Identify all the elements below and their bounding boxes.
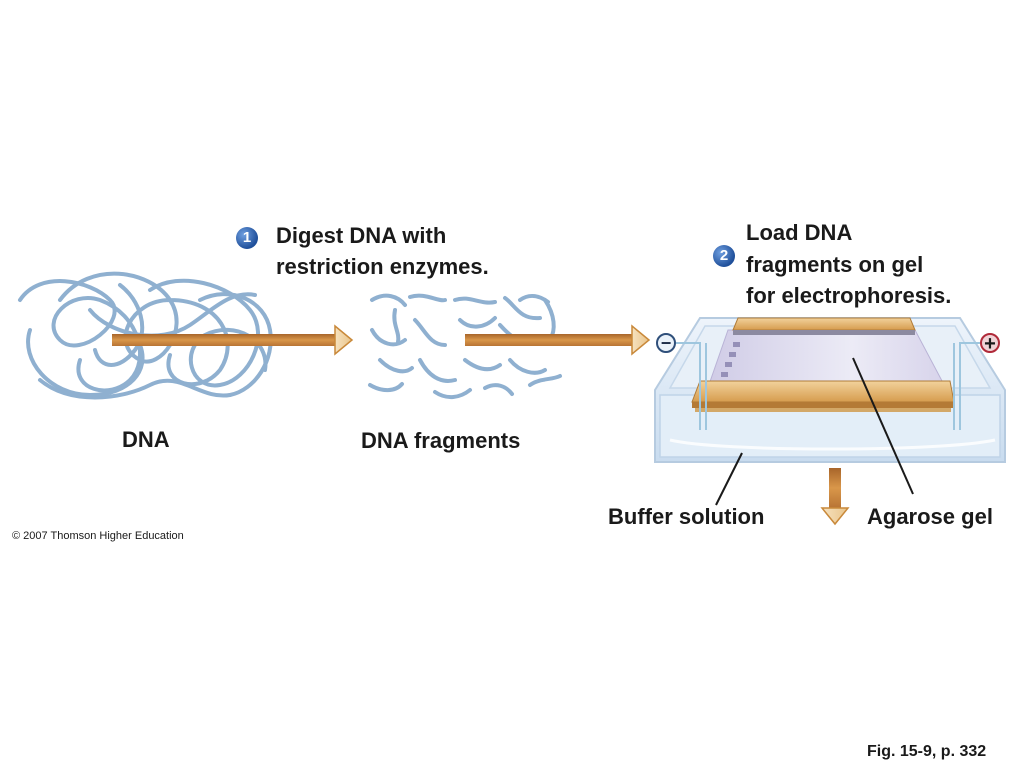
- electrophoresis-tray: [654, 317, 1006, 463]
- step-2-text-line1: Load DNA: [746, 220, 853, 245]
- positive-electrode-icon: [980, 333, 1000, 353]
- step-2-badge: 2: [713, 245, 735, 267]
- negative-electrode-label: −: [661, 333, 672, 353]
- step-2-text-line3: for electrophoresis.: [746, 283, 952, 308]
- dna-fragments: [368, 293, 562, 399]
- copyright-text: © 2007 Thomson Higher Education: [12, 530, 184, 542]
- step-1-text-line1: Digest DNA with: [276, 223, 447, 248]
- front-comb: [691, 380, 955, 403]
- figure-reference: Fig. 15-9, p. 332: [867, 743, 987, 760]
- step-2-text-line2: fragments on gel: [746, 252, 924, 277]
- step-1-text-line2: restriction enzymes.: [276, 254, 489, 279]
- back-comb: [732, 317, 916, 331]
- leader-lines: [715, 357, 914, 506]
- digest-arrow: [112, 324, 354, 356]
- positive-electrode-label: +: [984, 333, 996, 355]
- gel-wells: [721, 342, 740, 377]
- negative-electrode-icon: [656, 333, 676, 353]
- load-arrow: [465, 324, 651, 356]
- agarose-gel-label: Agarose gel: [867, 504, 993, 529]
- electrode-wires: [676, 342, 981, 430]
- step-1-badge: 1: [236, 227, 258, 249]
- migration-arrow: [820, 468, 850, 526]
- buffer-solution-label: Buffer solution: [608, 504, 765, 529]
- dna-label: DNA: [122, 427, 170, 452]
- dna-strand-tangle: [18, 271, 273, 400]
- dna-fragments-label: DNA fragments: [361, 428, 521, 453]
